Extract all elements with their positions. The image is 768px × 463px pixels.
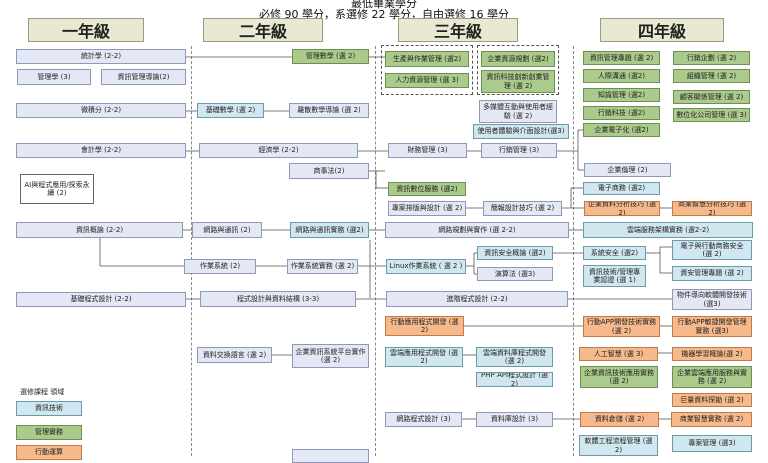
course-data-analysis: 企業資料分析技巧 (選2) xyxy=(584,201,660,216)
course-ai-programming: AI與程式應用/探索永續 (2) xyxy=(20,174,94,204)
course-marketing: 行銷管理 (3) xyxy=(481,143,557,158)
course-basic-programming: 基礎程式設計 (2-2) xyxy=(16,292,186,307)
course-it-certification: 資訊技術/管理專業認證 (選 1) xyxy=(583,265,646,287)
course-layout-design: 專案排版與設計 (選 2) xyxy=(388,201,466,216)
course-im-project: 資訊管理專題 (選 2) xyxy=(583,51,660,65)
course-basic-math: 基礎數學 (選 2) xyxy=(197,103,264,118)
course-intro-computing: 資訊概論 (2-2) xyxy=(16,222,183,238)
course-multimedia-ux: 多媒體互動與使用者經驗 (選 2) xyxy=(479,100,557,123)
legend-mobile: 行動運算 xyxy=(16,445,82,460)
course-accounting: 會計學 (2-2) xyxy=(16,143,186,158)
course-bi-practice: 商業智慧實務 (選 2) xyxy=(671,412,752,427)
course-enterprise-it-practice: 企業資訊技術應用實務 (選 2) xyxy=(580,366,658,388)
year-header-2: 二年級 xyxy=(203,18,323,42)
group-box-2 xyxy=(477,45,559,95)
year-divider-3 xyxy=(573,46,574,456)
course-erp: 企業資源規劃 (選2) xyxy=(481,51,555,67)
course-big-data: 巨量資料探勘 (選 2) xyxy=(672,393,752,407)
course-advanced-programming: 進階程式設計 (2-2) xyxy=(386,291,568,307)
course-oop-dev: 物件導向軟體開發技術 (選3) xyxy=(672,289,752,310)
course-security-project: 資安管理專題 (選 2) xyxy=(672,266,752,281)
course-data-exchange: 資料交換語言 (選 2) xyxy=(197,347,272,363)
course-ux-ui-design: 使用者體驗與介面設計(選3) xyxy=(473,124,569,139)
course-e-commerce: 電子商務 (選2) xyxy=(583,182,660,195)
course-knowledge-mgmt: 知識管理 (選2) xyxy=(583,88,660,102)
course-interpersonal: 人際溝通 (選2) xyxy=(583,69,660,83)
year-header-3: 三年級 xyxy=(398,18,518,42)
course-cloud-services: 雲端服務架構實務 (選2-2) xyxy=(583,222,753,238)
course-production-ops: 生產與作業管理 (選2) xyxy=(385,51,469,67)
course-hr-mgmt: 人力資源管理 (選 3) xyxy=(385,73,469,88)
course-data-warehouse: 資料倉儲 (選 2) xyxy=(580,412,659,427)
course-network-programming: 網路程式設計 (3) xyxy=(385,412,462,427)
course-ecommerce-security: 電子與行動商務安全 (選 2) xyxy=(672,240,752,260)
course-discrete-math: 離散數學導論 (選 2) xyxy=(289,103,369,118)
course-cloud-db-dev: 雲端資料庫程式開發 (選 2) xyxy=(476,347,553,367)
year-divider-1 xyxy=(191,46,192,456)
course-intro-info-mgmt: 資訊管理導論(2) xyxy=(101,69,186,85)
course-finance: 財務管理 (3) xyxy=(388,143,467,158)
legend-mgmt: 管理實務 xyxy=(16,425,82,440)
course-presentation: 簡報設計技巧 (選 2) xyxy=(483,201,562,216)
course-partial xyxy=(292,449,369,463)
header-line1: 最低畢業學分 xyxy=(351,0,417,10)
course-project-mgmt: 專案管理 (選3) xyxy=(672,435,752,452)
legend-title: 選修課程 領域 xyxy=(20,387,65,396)
course-ml-intro: 機器學習概論(選 2) xyxy=(672,347,752,361)
course-marketing-plan: 行銷企劃 (選 2) xyxy=(673,51,750,65)
course-enterprise-cloud: 企業雲端應用服務與實務 (選 2) xyxy=(672,366,752,388)
course-algorithms: 演算法 (選3) xyxy=(477,267,553,281)
course-app-dev-practice: 行動APP開發技術實務 (選 2) xyxy=(583,316,660,337)
header-line2: 必修 90 學分，系選修 22 學分，自由選修 16 學分 xyxy=(259,8,509,21)
course-php-api: PHP API程式設計 (選2) xyxy=(476,372,553,387)
course-mobile-app-dev: 行動應用程式開發 (選 2) xyxy=(385,316,464,336)
course-agile-app-mgmt: 行動APP敏捷開發管理實務 (選3) xyxy=(672,316,752,337)
year-header-1: 一年級 xyxy=(28,18,144,42)
course-e-business: 企業電子化 (選2) xyxy=(583,123,660,137)
course-digital-company: 數位化公司管理 (選 3) xyxy=(673,108,750,122)
course-data-structures: 程式設計與資料結構 (3-3) xyxy=(200,291,356,307)
course-it-entrepreneurship: 資訊科技創新創業管理 (選 2) xyxy=(481,70,555,93)
course-economics: 經濟學 (2-2) xyxy=(199,143,358,158)
course-martech: 行銷科技 (選2) xyxy=(583,106,660,120)
course-commercial-law: 商事法(2) xyxy=(289,163,369,179)
course-system-security: 系統安全 (選2) xyxy=(583,246,646,260)
course-crm: 顧客關係管理 (選 2) xyxy=(673,90,750,104)
course-mgmt-math: 管理數學 (選 2) xyxy=(292,49,369,64)
course-calculus: 微積分 (2-2) xyxy=(16,103,186,118)
course-network-planning: 網路規劃與實作 (選 2-2) xyxy=(385,222,569,238)
course-org-mgmt: 組織管理 (選 2) xyxy=(673,69,750,83)
course-business-ethics: 企業倫理 (2) xyxy=(584,163,671,177)
course-linux: Linux作業系統 ( 選 2 ) xyxy=(386,259,466,274)
course-ai: 人工智慧 (選 3) xyxy=(579,347,658,361)
legend-it: 資訊技術 xyxy=(16,401,82,416)
year-divider-2 xyxy=(375,46,376,456)
course-enterprise-platform: 企業資訊系統平台實作(選 2) xyxy=(292,344,369,368)
course-networking-practice: 網路與通訊實務 (選2) xyxy=(290,222,369,238)
group-box-1 xyxy=(381,45,473,95)
course-infosec-intro: 資訊安全概論 (選2) xyxy=(477,246,553,260)
course-digital-service: 資訊數位服務 (選2) xyxy=(388,182,466,196)
course-management: 管理學 (3) xyxy=(17,69,91,85)
course-os-practice: 作業系統實務 (選 2) xyxy=(287,259,358,274)
course-statistics: 統計學 (2-2) xyxy=(16,49,186,64)
course-networking: 網路與通訊 (2) xyxy=(192,222,262,238)
course-software-engineering: 軟體工程流程管理 (選 2) xyxy=(579,435,658,456)
year-header-4: 四年級 xyxy=(600,18,724,42)
course-cloud-app-dev: 雲端應用程式開發 (選 2) xyxy=(385,347,463,367)
course-bi-analysis: 商業智慧分析技巧 (選2) xyxy=(672,201,752,216)
course-os: 作業系統 (2) xyxy=(184,259,256,274)
course-database-design: 資料庫設計 (3) xyxy=(476,412,553,427)
